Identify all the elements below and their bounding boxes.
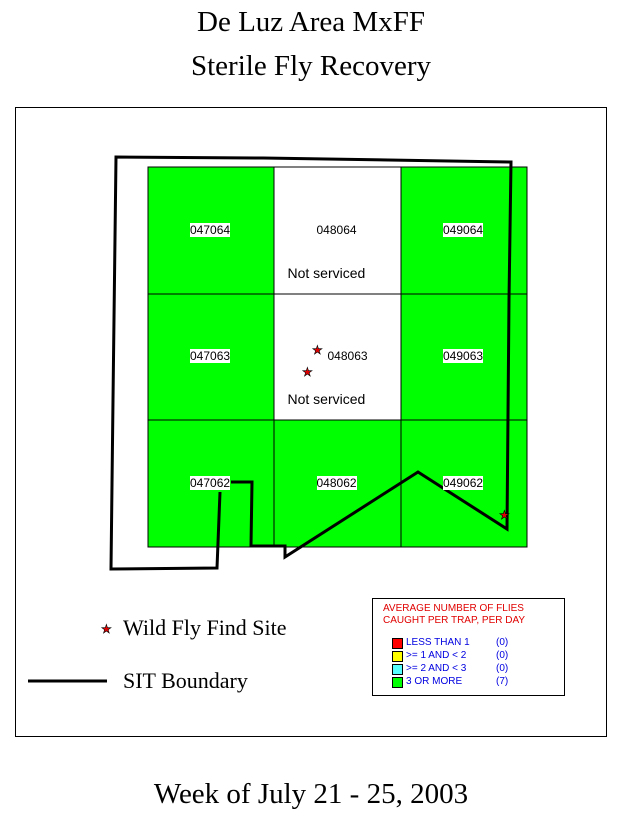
legend-item-label: LESS THAN 1 [406,637,470,648]
wild-fly-star-icon: ★ [499,508,510,522]
grid-cell-id: 047062 [190,475,231,490]
grid-cell-id: 048062 [316,475,357,490]
grid-cell-id: 048064 [316,222,357,237]
legend-star-icon: ★ [101,622,112,636]
footer-week: Week of July 21 - 25, 2003 [153,778,469,810]
legend-swatch [392,651,403,662]
legend-item: LESS THAN 1 (0) [392,637,508,649]
legend-item-count: (0) [496,650,509,661]
legend-swatch [392,664,403,675]
title-line-1: De Luz Area MxFF [197,6,425,38]
legend-item-count: (0) [496,663,509,674]
grid-cell-id: 049064 [443,222,484,237]
legend-item: >= 2 AND < 3 (0) [392,663,508,675]
wild-fly-star-icon: ★ [312,343,323,357]
legend-item-count: (0) [496,637,509,648]
legend-item: 3 OR MORE (7) [392,676,508,688]
grid-cell-id: 047064 [190,222,231,237]
legend-heading-2: CAUGHT PER TRAP, PER DAY [383,615,526,626]
legend-swatch [392,677,403,688]
legend-swatch [392,638,403,649]
grid-cell-status: Not serviced [287,391,366,407]
wild-fly-legend-label: Wild Fly Find Site [123,615,287,640]
legend-item-label: >= 1 AND < 2 [406,650,467,661]
boundary-legend-label: SIT Boundary [123,668,248,693]
map-frame [15,107,607,737]
legend-item: >= 1 AND < 2 (0) [392,650,508,662]
title-line-2: Sterile Fly Recovery [190,50,431,82]
legend-heading-1: AVERAGE NUMBER OF FLIES [383,603,524,614]
legend-item-label: >= 2 AND < 3 [406,663,467,674]
grid-cell-id: 049062 [443,475,484,490]
legend-item-count: (7) [496,676,509,687]
wild-fly-star-icon: ★ [302,365,313,379]
grid-cell-id: 049063 [443,349,484,363]
grid-cell-id: 047063 [190,349,231,363]
grid-cell-status: Not serviced [287,265,366,281]
grid-cell-id: 048063 [327,349,368,363]
sit-boundary [109,155,513,571]
color-legend: AVERAGE NUMBER OF FLIES CAUGHT PER TRAP,… [372,598,565,696]
legend-item-label: 3 OR MORE [406,676,463,687]
